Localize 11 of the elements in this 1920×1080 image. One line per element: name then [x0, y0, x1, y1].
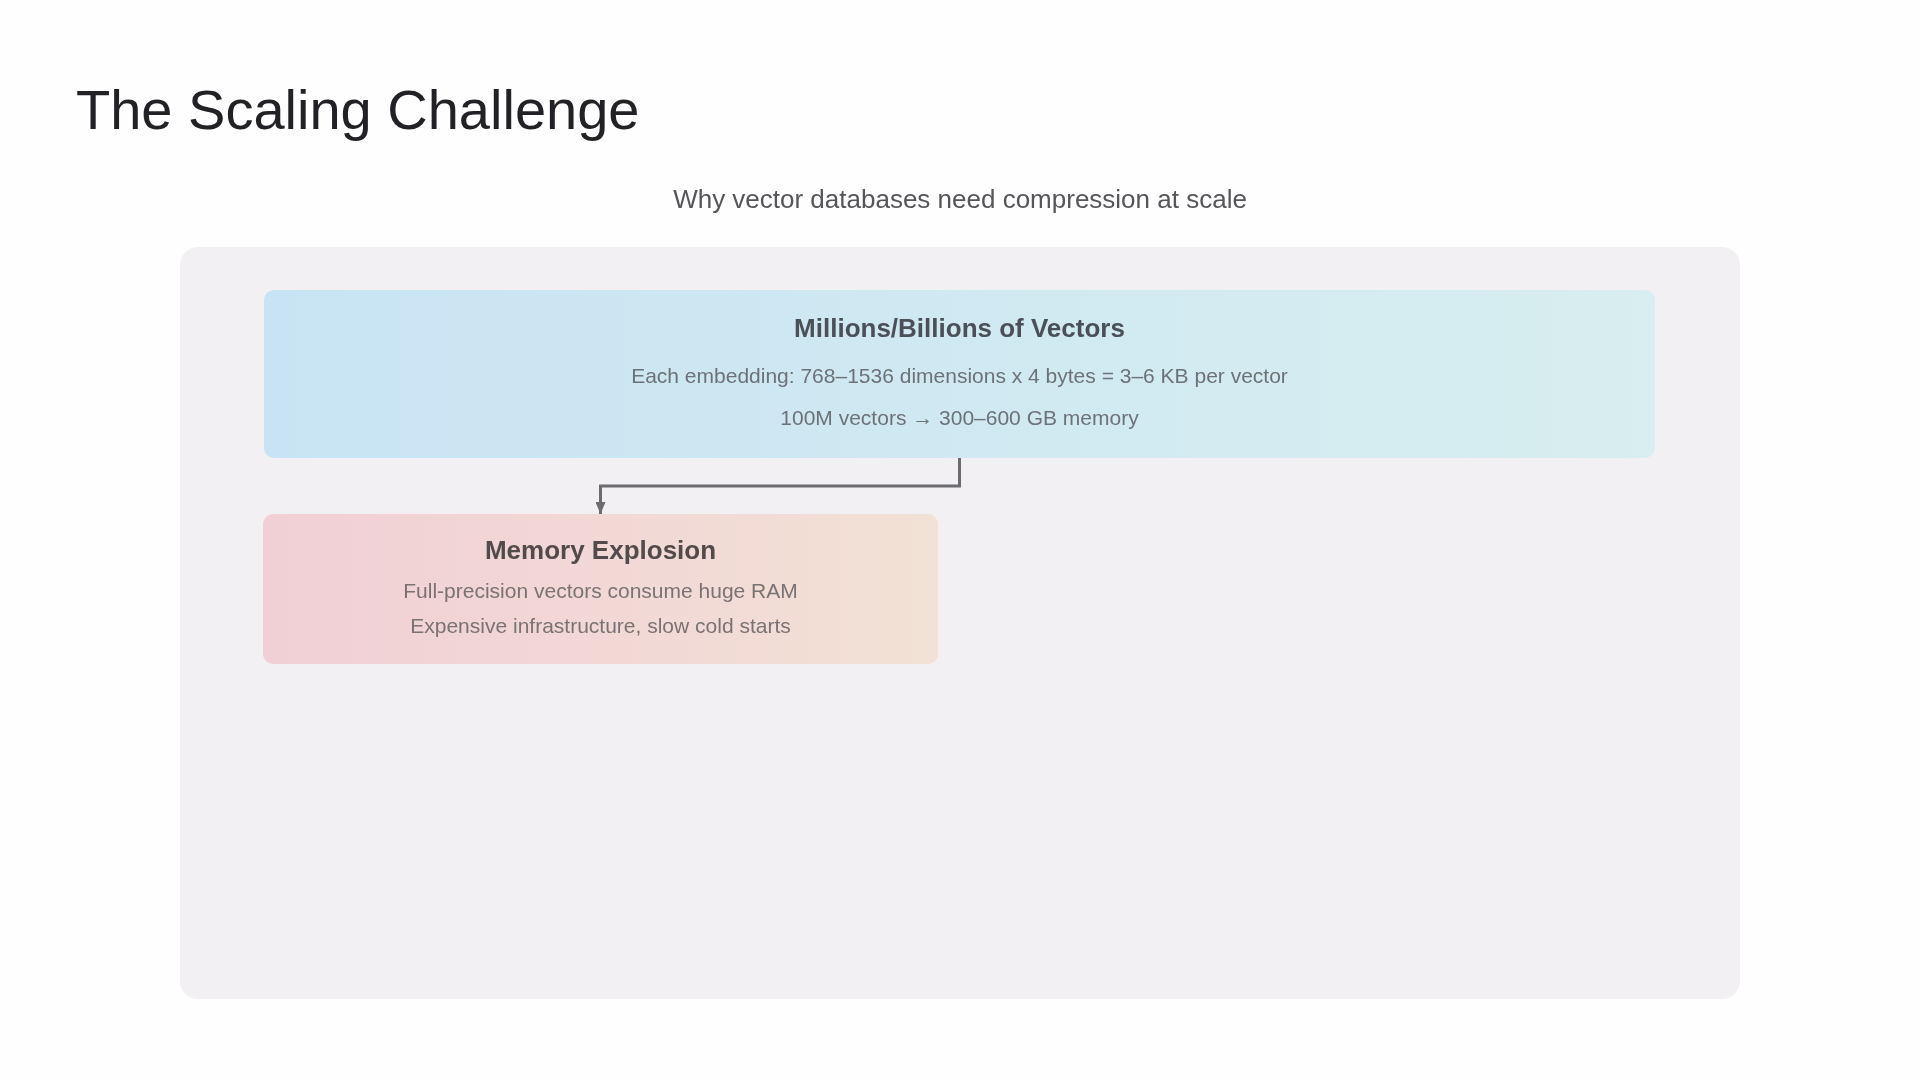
- subtitle-text: Why vector databases need compression at scale: [672, 183, 1248, 216]
- box-text: Expensive infrastructure, slow cold starts: [410, 613, 791, 639]
- box-text: Full-precision vectors consume huge RAM: [403, 578, 798, 604]
- slide-title: The Scaling Challenge: [76, 77, 640, 143]
- process-box: [264, 290, 1655, 458]
- process-box: [263, 514, 938, 664]
- box-heading: Millions/Billions of Vectors: [794, 312, 1125, 344]
- box-text: 100M vectors → 300–600 GB memory: [780, 405, 1139, 431]
- box-text: Each embedding: 768–1536 dimensions x 4 bytes = 3–6 KB per vector: [631, 363, 1288, 389]
- arrow: [595, 458, 961, 514]
- box-heading: Memory Explosion: [484, 534, 717, 566]
